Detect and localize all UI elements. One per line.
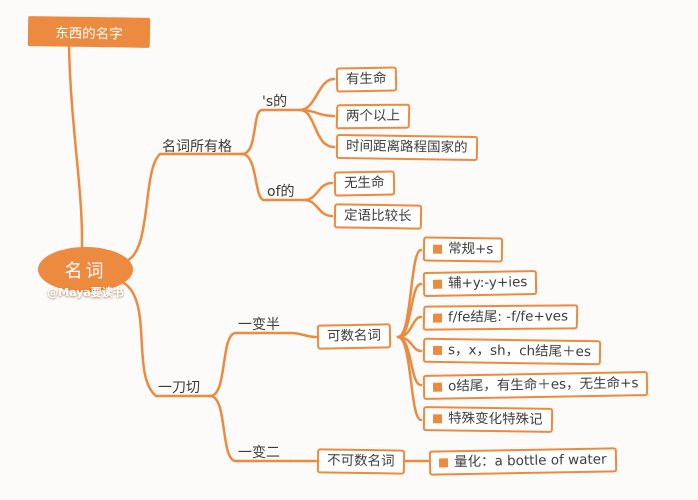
node-two-or-more[interactable]: 两个以上	[335, 103, 411, 130]
node-label: 无生命	[343, 174, 385, 192]
node-label: 不可数名词	[326, 452, 395, 470]
square-bullet-icon	[432, 414, 443, 424]
node-label: 有生命	[345, 70, 387, 88]
node-long-attributive[interactable]: 定语比较长	[333, 203, 422, 230]
branch-label-possessive[interactable]: 名词所有格	[162, 139, 232, 155]
square-bullet-icon	[438, 458, 449, 468]
node-label: f/fe结尾: -f/fe+ves	[447, 308, 569, 326]
node-s-x-sh-ch-es[interactable]: s，x，sh，ch结尾＋es	[422, 337, 602, 366]
square-bullet-icon	[432, 244, 443, 254]
node-label: 辅+y:-y+ies	[447, 274, 528, 292]
root-node-noun[interactable]: 名词	[38, 247, 133, 292]
node-label: 定语比较长	[343, 207, 412, 225]
topic-box-things-name[interactable]: 东西的名字	[27, 16, 151, 48]
branch-label-one-cut[interactable]: 一刀切	[158, 380, 200, 396]
node-label: 量化：a bottle of water	[453, 451, 607, 471]
node-special-changes[interactable]: 特殊变化特殊记	[422, 406, 553, 433]
node-countable-noun[interactable]: 可数名词	[316, 323, 392, 350]
node-label: 特殊变化特殊记	[447, 410, 543, 428]
node-label: 时间距离路程国家的	[345, 138, 468, 156]
topic-box-label: 东西的名字	[55, 25, 123, 43]
root-label: 名词	[64, 260, 107, 282]
node-living[interactable]: 有生命	[335, 66, 397, 93]
node-f-fe-ves[interactable]: f/fe结尾: -f/fe+ves	[422, 304, 579, 331]
branch-label-of-type[interactable]: of的	[267, 184, 295, 200]
node-uncountable-noun[interactable]: 不可数名词	[316, 448, 405, 475]
branch-label-two-change[interactable]: 一变二	[238, 445, 280, 461]
square-bullet-icon	[432, 279, 443, 289]
node-time-distance-country[interactable]: 时间距离路程国家的	[335, 134, 478, 161]
node-consonant-y-ies[interactable]: 辅+y:-y+ies	[422, 270, 538, 297]
node-quantify[interactable]: 量化：a bottle of water	[428, 447, 617, 476]
node-o-ending[interactable]: o结尾，有生命＋es，无生命+s	[422, 371, 649, 400]
branch-label-half-change[interactable]: 一变半	[238, 317, 280, 333]
node-label: 可数名词	[326, 327, 382, 345]
node-regular-plus-s[interactable]: 常规+s	[422, 236, 504, 263]
watermark: @Maya要读书	[47, 286, 124, 299]
node-label: o结尾，有生命＋es，无生命+s	[447, 375, 639, 395]
node-label: 常规+s	[447, 240, 494, 258]
square-bullet-icon	[432, 382, 443, 392]
node-label: s，x，sh，ch结尾＋es	[447, 342, 592, 361]
node-label: 两个以上	[345, 107, 401, 125]
branch-label-s-type[interactable]: 's的	[262, 94, 288, 110]
square-bullet-icon	[432, 313, 443, 323]
square-bullet-icon	[432, 345, 443, 356]
node-non-living[interactable]: 无生命	[333, 170, 395, 197]
